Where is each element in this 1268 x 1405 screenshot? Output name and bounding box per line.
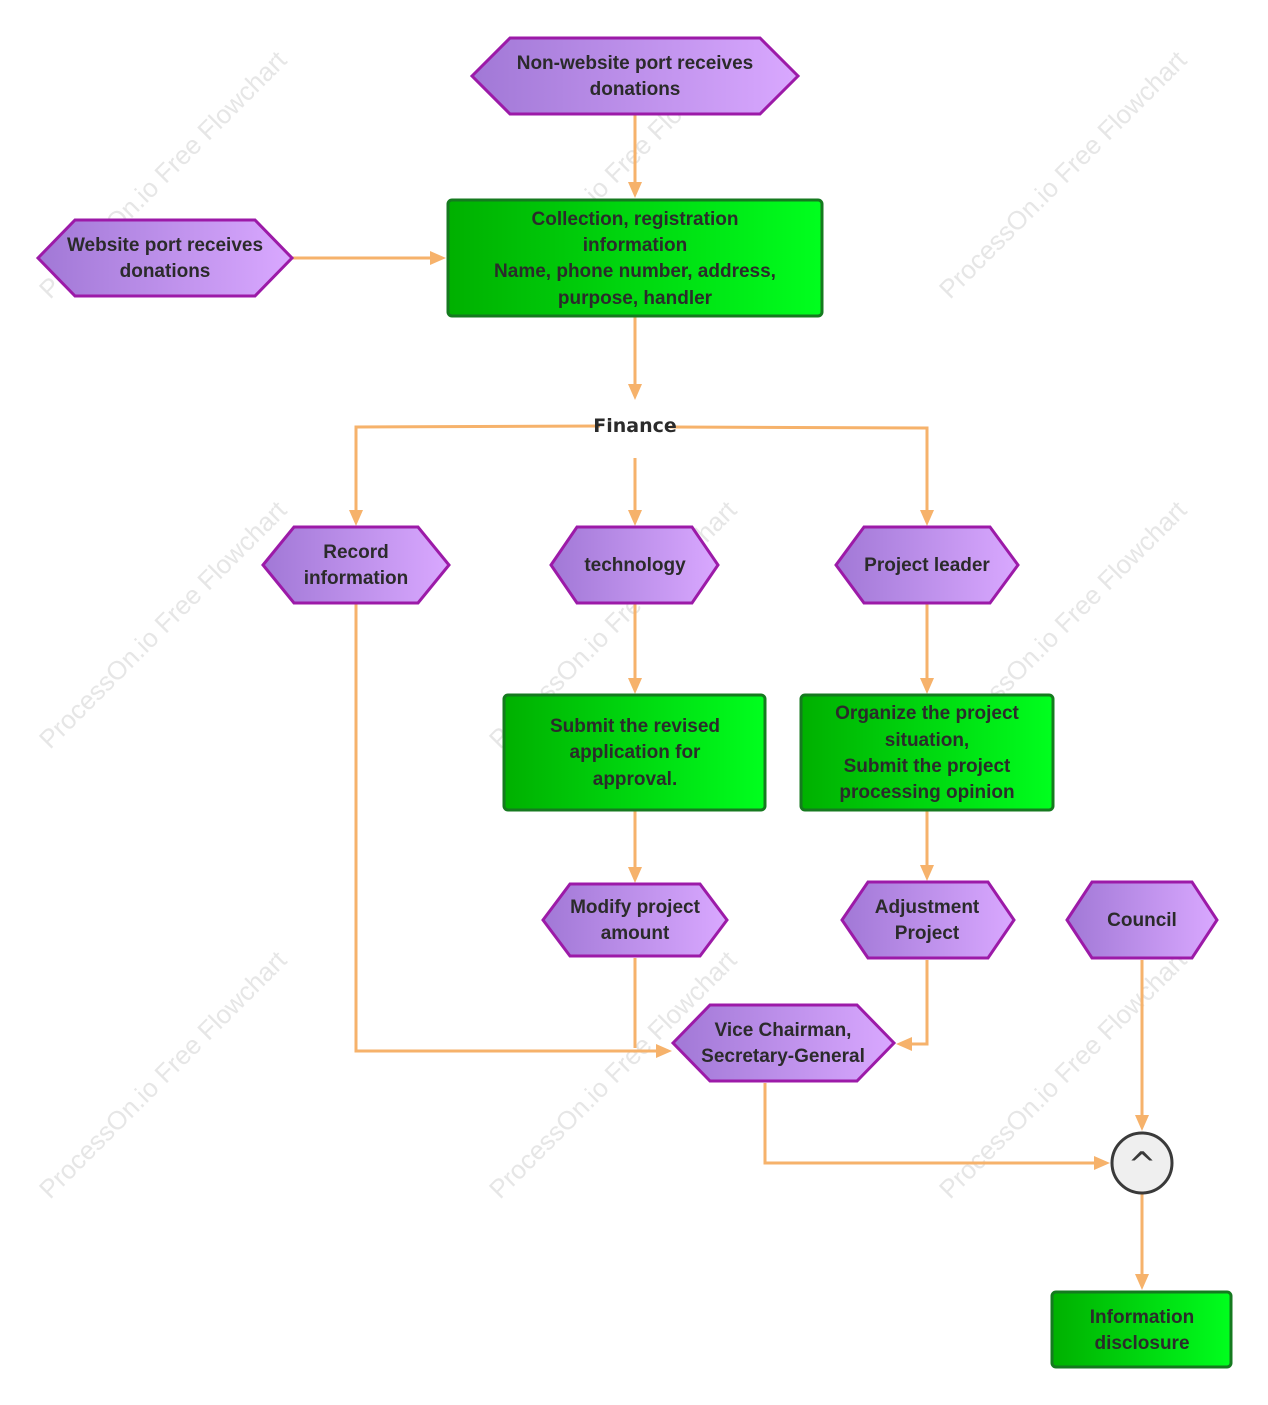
- node-technology-label: technology: [584, 555, 686, 576]
- node-information-disclosure-line-2: disclosure: [1094, 1333, 1189, 1354]
- node-collection[interactable]: Collection, registration information Nam…: [446, 198, 824, 318]
- node-organize-project-line-2: situation,: [885, 730, 969, 751]
- edge-record-to-vice: [354, 604, 672, 1058]
- and-gate-symbol: ^: [1128, 1145, 1157, 1185]
- node-finance-label: Finance: [593, 415, 677, 437]
- edge-council-to-gate: [1135, 960, 1149, 1131]
- node-non-website-port-line-1: Non-website port receives: [517, 53, 754, 74]
- node-website-port-line-1: Website port receives: [67, 235, 263, 256]
- node-council[interactable]: Council: [1065, 880, 1219, 960]
- edges-layer: [292, 115, 1149, 1290]
- node-vice-chairman-line-1: Vice Chairman,: [715, 1020, 852, 1041]
- edge-collection-to-finance: [628, 317, 642, 400]
- node-information-disclosure-line-1: Information: [1090, 1307, 1195, 1328]
- node-submit-revised-line-1: Submit the revised: [550, 716, 720, 737]
- nodes-layer: Non-website port receives donations Webs…: [35, 36, 1233, 1369]
- watermark-text: ProcessOn.io Free Flowchart: [933, 44, 1193, 304]
- node-organize-project-line-4: processing opinion: [839, 782, 1014, 803]
- node-submit-revised-line-2: application for: [570, 742, 702, 763]
- node-organize-project-line-3: Submit the project: [844, 756, 1011, 777]
- node-organize-project[interactable]: Organize the project situation, Submit t…: [799, 693, 1055, 812]
- edge-nonwebsite-to-collection: [628, 115, 642, 198]
- node-adjustment-project[interactable]: Adjustment Project: [840, 880, 1016, 960]
- node-finance[interactable]: Finance: [593, 415, 677, 437]
- edge-submit-to-modify: [628, 811, 642, 883]
- node-collection-line-2: information: [583, 235, 688, 256]
- node-organize-project-line-1: Organize the project: [835, 703, 1019, 724]
- node-adjustment-project-line-2: Project: [895, 923, 960, 944]
- node-vice-chairman-line-2: Secretary-General: [701, 1046, 865, 1067]
- edge-technology-to-submit: [628, 604, 642, 694]
- edge-gate-to-disclosure: [1135, 1194, 1149, 1290]
- edge-vice-to-gate: [763, 1083, 1110, 1170]
- node-record-information[interactable]: Record information: [261, 525, 451, 605]
- node-vice-chairman[interactable]: Vice Chairman, Secretary-General: [670, 1003, 897, 1083]
- node-collection-line-3: Name, phone number, address,: [494, 261, 776, 282]
- node-collection-line-4: purpose, handler: [558, 288, 713, 309]
- node-collection-line-1: Collection, registration: [532, 209, 739, 230]
- node-modify-amount-line-1: Modify project: [570, 897, 701, 918]
- node-non-website-port-line-2: donations: [590, 79, 681, 100]
- edge-leader-to-organize: [920, 604, 934, 694]
- node-council-label: Council: [1107, 910, 1177, 931]
- node-project-leader-label: Project leader: [864, 555, 990, 576]
- edge-finance-to-record: [349, 424, 601, 526]
- node-website-port[interactable]: Website port receives donations: [35, 218, 295, 298]
- node-submit-revised[interactable]: Submit the revised application for appro…: [502, 693, 767, 812]
- node-information-disclosure[interactable]: Information disclosure: [1050, 1290, 1233, 1369]
- node-adjustment-project-line-1: Adjustment: [875, 897, 980, 918]
- edge-adjustment-to-vice: [896, 960, 929, 1051]
- node-technology[interactable]: technology: [549, 525, 720, 605]
- node-submit-revised-line-3: approval.: [593, 769, 677, 790]
- node-project-leader[interactable]: Project leader: [834, 525, 1020, 605]
- watermark-text: ProcessOn.io Free Flowchart: [33, 494, 293, 754]
- watermark-text: ProcessOn.io Free Flowchart: [33, 944, 293, 1204]
- node-record-information-line-1: Record: [323, 542, 388, 563]
- edge-website-to-collection: [292, 251, 446, 265]
- node-modify-amount[interactable]: Modify project amount: [541, 882, 729, 958]
- edge-organize-to-adjustment: [920, 811, 934, 881]
- node-modify-amount-line-2: amount: [601, 923, 670, 944]
- edge-finance-to-technology: [628, 458, 642, 526]
- edge-finance-to-project-leader: [669, 425, 934, 526]
- node-and-gate[interactable]: ^: [1110, 1131, 1174, 1195]
- node-website-port-line-2: donations: [120, 261, 211, 282]
- node-non-website-port[interactable]: Non-website port receives donations: [469, 36, 801, 116]
- node-record-information-line-2: information: [304, 568, 409, 589]
